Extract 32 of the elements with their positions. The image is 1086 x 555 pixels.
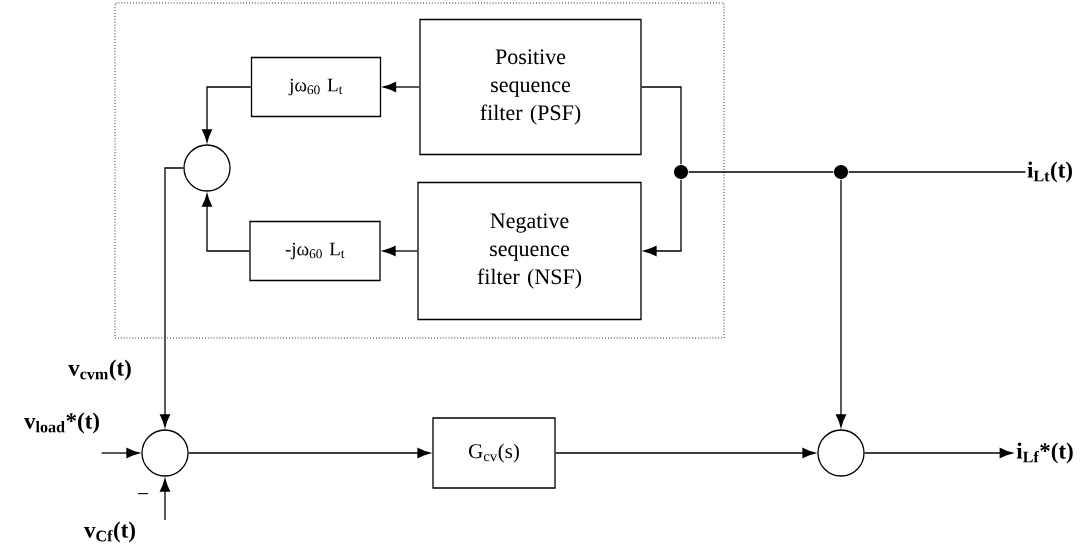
arrow [836,179,847,428]
arrow [382,245,418,257]
arrow [555,448,816,459]
signal-label: v$_{Cf}$(t) [84,521,135,543]
gain-block: -jω$_{60}$ L$_{t}$ [249,220,381,282]
summing-junction [183,144,231,192]
arrow [159,167,184,428]
junction-dot [674,165,688,179]
summing-junction [141,429,189,477]
minus-sign: − [137,493,149,495]
signal-line [688,171,834,173]
signal-label: i$_{Lf}$*(t) [1016,442,1073,464]
gain-block: jω$_{60}$ L$_{t}$ [250,56,382,118]
signal-label: i$_{Lt}$(t) [1027,161,1072,183]
arrow [101,448,140,459]
arrow [201,193,250,252]
signal-line [641,86,682,165]
filter-block: Negative sequence filter (NSF) [417,181,642,321]
arrow [188,448,431,459]
dotted-frame [114,2,725,339]
signal-label: v$_{load}$*(t) [24,412,99,434]
arrow [159,478,171,521]
arrow [864,448,1013,459]
arrow [643,179,682,257]
arrow [383,81,420,93]
signal-line [848,171,1027,173]
junction-dot [834,165,848,179]
transfer-block: G$_{cv}$(s) [432,417,556,489]
arrow [201,86,252,143]
edge-label: v$_{cvm}$(t) [67,358,133,382]
summing-junction [817,429,865,477]
filter-block: Positive sequence filter (PSF) [419,18,642,156]
